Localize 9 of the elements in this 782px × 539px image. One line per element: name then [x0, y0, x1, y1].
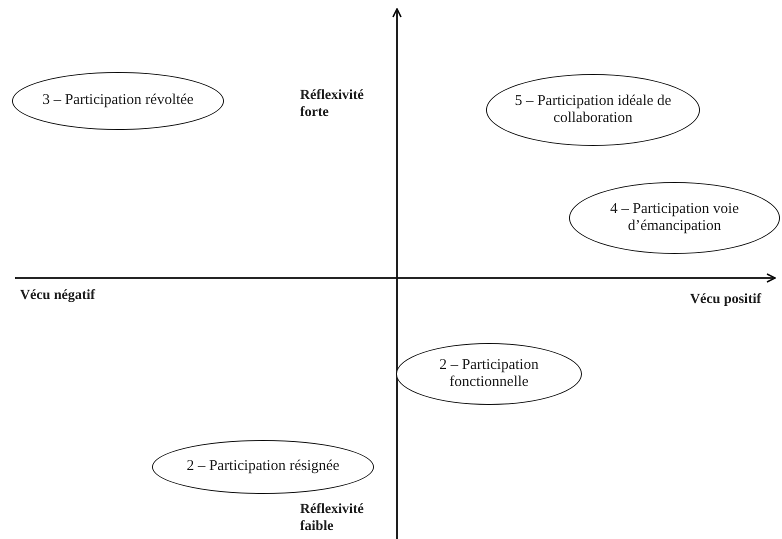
axis-label: Vécu négatif: [20, 288, 96, 305]
node-label: 4 – Participation voie d’émancipation: [609, 200, 740, 236]
axis-label: Réflexivité faible: [300, 502, 365, 536]
axis-label: Réflexivité forte: [300, 88, 365, 122]
node-label: 3 – Participation révoltée: [42, 92, 194, 110]
node-label: 5 – Participation idéale de collaboration: [514, 92, 672, 128]
axis-label: Vécu positif: [690, 292, 762, 309]
node-label: 2 – Participation fonctionnelle: [438, 356, 540, 392]
node-label: 2 – Participation résignée: [186, 458, 340, 476]
